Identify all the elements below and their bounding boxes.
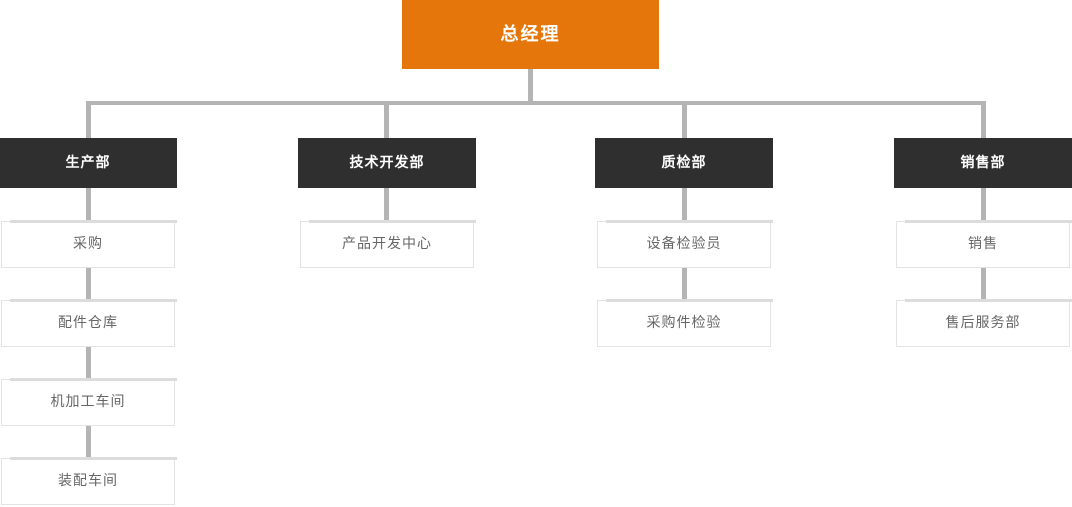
org-node-label: 产品开发中心	[342, 236, 432, 252]
org-node-label: 装配车间	[58, 473, 118, 489]
connector-node-stub	[981, 268, 986, 300]
org-node-label: 总经理	[500, 24, 561, 45]
connector-node-stub	[384, 188, 389, 221]
org-node-dept-quality-inspection: 质检部	[595, 138, 773, 188]
org-node-label: 质检部	[661, 155, 707, 171]
org-node-product-dev-center: 产品开发中心	[300, 220, 476, 268]
connector-dept-stub	[682, 101, 687, 138]
org-node-general-manager: 总经理	[402, 0, 659, 69]
org-node-label: 采购	[73, 236, 103, 252]
org-node-label: 技术开发部	[349, 155, 425, 171]
connector-dept-stub	[981, 101, 986, 138]
org-node-purchasing: 采购	[1, 220, 177, 268]
org-node-equipment-inspector: 设备检验员	[597, 220, 773, 268]
org-node-dept-tech-development: 技术开发部	[298, 138, 476, 188]
org-node-purchased-parts-inspection: 采购件检验	[597, 299, 773, 347]
connector-node-stub	[86, 188, 91, 221]
connector-node-stub	[86, 426, 91, 458]
connector-node-stub	[682, 188, 687, 221]
org-node-dept-production: 生产部	[0, 138, 177, 188]
connector-node-stub	[86, 347, 91, 379]
org-node-label: 机加工车间	[50, 394, 126, 410]
connector-dept-stub	[86, 101, 91, 138]
org-node-sales: 销售	[896, 220, 1072, 268]
connector-root-stub	[528, 69, 533, 105]
org-node-label: 设备检验员	[646, 236, 722, 252]
connector-node-stub	[981, 188, 986, 221]
org-node-label: 售后服务部	[945, 315, 1021, 331]
org-node-after-sales-service: 售后服务部	[896, 299, 1072, 347]
org-node-label: 销售	[968, 236, 998, 252]
org-node-label: 销售部	[960, 155, 1006, 171]
org-node-assembly-workshop: 装配车间	[1, 457, 177, 505]
connector-node-stub	[86, 268, 91, 300]
org-node-machining-workshop: 机加工车间	[1, 378, 177, 426]
org-node-label: 采购件检验	[646, 315, 722, 331]
org-node-parts-warehouse: 配件仓库	[1, 299, 177, 347]
connector-horizontal-rail	[86, 101, 986, 105]
org-node-label: 配件仓库	[58, 315, 118, 331]
org-node-label: 生产部	[65, 155, 111, 171]
connector-node-stub	[682, 268, 687, 300]
org-node-dept-sales: 销售部	[894, 138, 1072, 188]
connector-dept-stub	[384, 101, 389, 138]
